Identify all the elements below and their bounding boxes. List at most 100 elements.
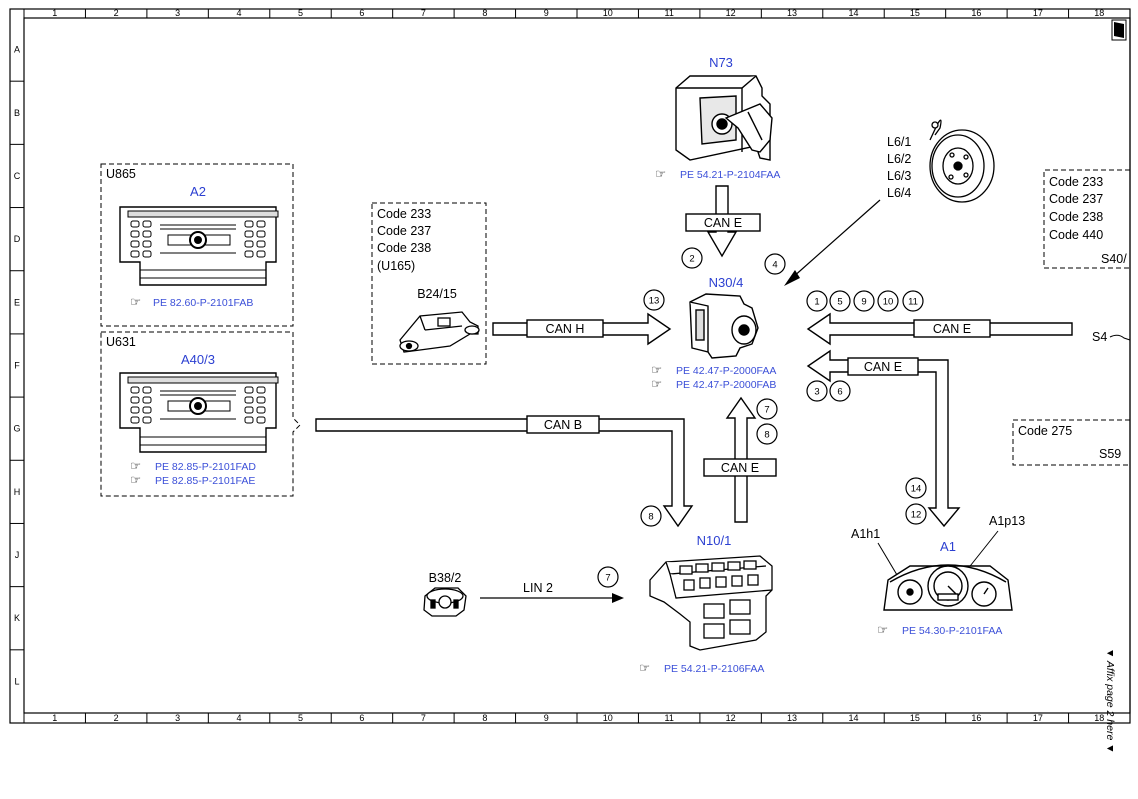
marker-m8a: 8 (756, 423, 778, 445)
group-s40-tag: S40/ (1101, 252, 1127, 266)
code-line: Code 275 (1018, 424, 1072, 438)
row-label: D (14, 234, 21, 244)
ref-a2[interactable]: ☞ PE 82.60-P-2101FAB (130, 295, 253, 309)
ref-a1[interactable]: ☞ PE 54.30-P-2101FAA (877, 623, 1002, 637)
marker-number: 8 (648, 512, 653, 523)
marker-m5: 5 (829, 290, 851, 312)
row-label: K (14, 613, 20, 623)
column-label: 6 (359, 8, 364, 18)
component-b24-15-label: B24/15 (417, 287, 457, 301)
component-n30-4: N30/4 ☞ PE 42.47-P-2000FAA ☞ PE 42.47-P-… (651, 275, 776, 391)
marker-number: 6 (837, 387, 842, 398)
marker-number: 2 (689, 254, 694, 265)
bus-can-e-top-label: CAN E (704, 216, 742, 230)
group-code-b24-15: Code 233 Code 237 Code 238 (U165) B24/15 (371, 202, 487, 365)
column-label: 14 (848, 713, 858, 723)
code-line: Code 237 (377, 224, 431, 238)
column-label: 11 (664, 8, 673, 18)
ref-n30-4-text-2[interactable]: PE 42.47-P-2000FAB (676, 379, 776, 391)
head-unit-a40-3-icon (119, 372, 279, 453)
marker-number: 8 (764, 430, 769, 441)
group-code-s40: Code 233 Code 237 Code 238 Code 440 S40/ (1043, 169, 1130, 269)
bus-can-e-mid: CAN E (806, 349, 961, 528)
bus-can-e-right: CAN E (806, 312, 1073, 346)
ref-n73-text[interactable]: PE 54.21-P-2104FAA (680, 169, 780, 181)
column-label: 16 (971, 713, 981, 723)
l6-label-4: L6/4 (887, 186, 911, 200)
column-label: 1 (52, 713, 57, 723)
column-label: 12 (726, 8, 736, 18)
ref-a2-text[interactable]: PE 82.60-P-2101FAB (153, 297, 253, 309)
row-label: J (15, 550, 20, 560)
ref-n30-4[interactable]: ☞ PE 42.47-P-2000FAA ☞ PE 42.47-P-2000FA… (651, 363, 776, 391)
component-b38-2-label: B38/2 (429, 571, 462, 585)
ref-n10-1[interactable]: ☞ PE 54.21-P-2106FAA (639, 661, 764, 675)
ref-n73[interactable]: ☞ PE 54.21-P-2104FAA (655, 167, 780, 181)
marker-circle (643, 289, 665, 311)
column-label: 12 (726, 713, 736, 723)
page-corner-icon (1111, 19, 1127, 41)
component-n73-label: N73 (709, 55, 733, 70)
l6-label-3: L6/3 (887, 169, 911, 183)
row-label: F (14, 361, 20, 371)
component-n73: N73 ☞ PE 54.21-P-2104FAA (655, 55, 780, 181)
marker-circle (640, 505, 662, 527)
marker-circle (853, 290, 875, 312)
marker-circle (829, 380, 851, 402)
ref-hand-icon: ☞ (651, 377, 662, 391)
component-n30-4-label: N30/4 (709, 275, 744, 290)
column-label: 15 (910, 8, 920, 18)
column-label: 5 (298, 713, 303, 723)
marker-m9: 9 (853, 290, 875, 312)
marker-m8b: 8 (640, 505, 662, 527)
marker-m2: 2 (681, 247, 703, 269)
bus-can-h-label: CAN H (546, 322, 585, 336)
rain-light-sensor-icon (423, 587, 467, 617)
marker-circle (806, 380, 828, 402)
code-line: Code 440 (1049, 228, 1103, 242)
marker-number: 10 (883, 297, 894, 308)
column-label: 10 (603, 8, 613, 18)
component-a1-label: A1 (940, 539, 956, 554)
marker-circle (756, 423, 778, 445)
control-unit-n30-4-icon (689, 293, 759, 359)
column-label: 13 (787, 713, 797, 723)
column-label: 14 (848, 8, 858, 18)
column-label: 8 (482, 713, 487, 723)
bus-can-e-bottom: CAN E (703, 396, 777, 523)
marker-number: 11 (908, 297, 918, 308)
l6-label-2: L6/2 (887, 152, 911, 166)
bus-lines: CAN E CAN H CAN E CAN E CAN B (315, 185, 1073, 528)
ref-n10-1-text[interactable]: PE 54.21-P-2106FAA (664, 663, 764, 675)
column-label: 9 (544, 8, 549, 18)
column-label: 6 (359, 713, 364, 723)
row-label: E (14, 297, 20, 307)
sensor-b24-15-icon (399, 311, 480, 353)
group-u631: U631 A40/3 ☞ (100, 331, 301, 497)
fuse-relay-module-icon (649, 555, 773, 651)
marker-m1: 1 (806, 290, 828, 312)
row-label: G (13, 424, 20, 434)
l6-label-1: L6/1 (887, 135, 911, 149)
ref-a1-text[interactable]: PE 54.30-P-2101FAA (902, 625, 1002, 637)
ref-a40-3[interactable]: ☞ PE 82.85-P-2101FAD ☞ PE 82.85-P-2101FA… (130, 459, 256, 487)
ref-n30-4-text-1[interactable]: PE 42.47-P-2000FAA (676, 365, 776, 377)
column-ticks (23, 9, 1070, 723)
marker-circle (829, 290, 851, 312)
column-label: 4 (237, 8, 242, 18)
ref-a40-3-text-2[interactable]: PE 82.85-P-2101FAE (155, 475, 255, 487)
ref-hand-icon: ☞ (130, 473, 141, 487)
marker-m6: 6 (829, 380, 851, 402)
marker-number: 12 (911, 510, 922, 521)
signal-l6-arrow (784, 199, 881, 286)
ref-a40-3-text-1[interactable]: PE 82.85-P-2101FAD (155, 461, 256, 473)
component-l6: L6/1 L6/2 L6/3 L6/4 (887, 119, 995, 203)
row-ticks (10, 80, 24, 651)
row-label: L (14, 676, 19, 686)
bus-can-e-top: CAN E (685, 185, 761, 258)
column-label: 17 (1033, 713, 1043, 723)
marker-number: 7 (764, 405, 769, 416)
